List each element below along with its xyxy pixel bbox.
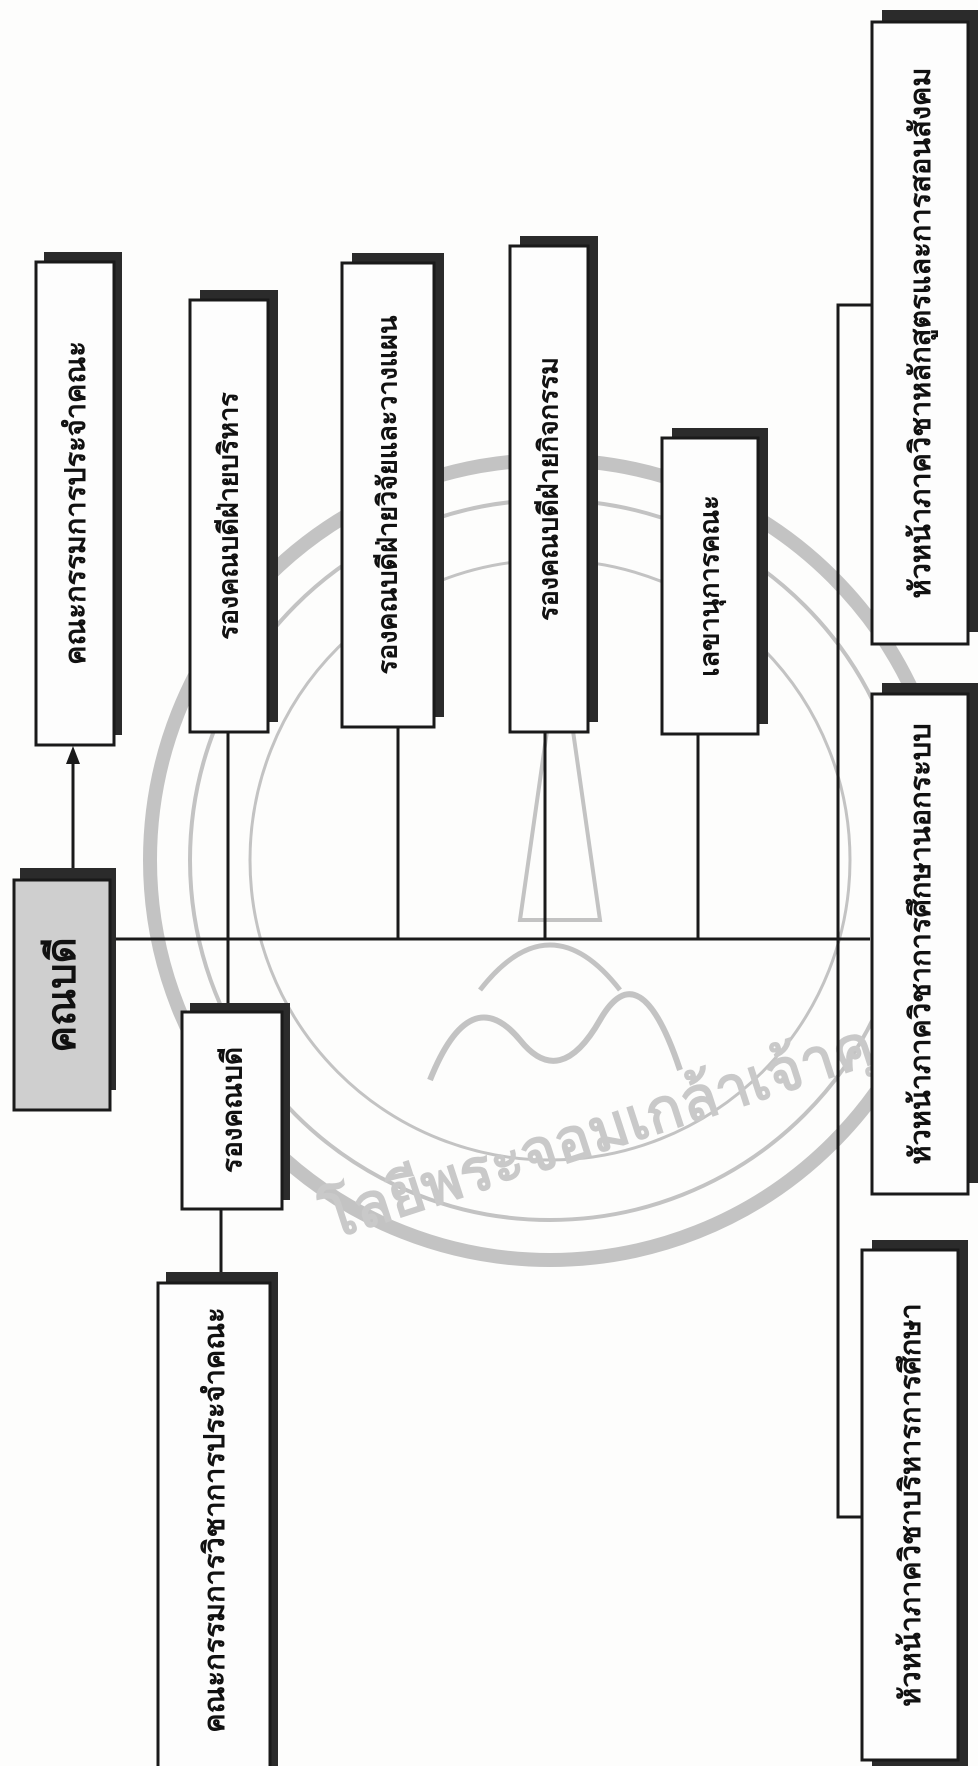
vice-dean-activities-label: รองคณบดีฝ่ายกิจกรรม bbox=[534, 357, 565, 621]
head-curriculum-label: หัวหน้าภาควิชาหลักสูตรและการสอนสังคม bbox=[903, 67, 938, 598]
vice-dean-admin-node: รองคณบดีฝ่ายบริหาร bbox=[188, 290, 278, 734]
head-nonformal-node: หัวหน้าภาควิชาการศึกษานอกระบบ bbox=[870, 683, 978, 1196]
secretary-node: เลขานุการคณะ bbox=[660, 428, 768, 736]
head-admin-node: หัวหน้าภาควิชาบริหารการศึกษา bbox=[860, 1240, 968, 1766]
vice-dean-research-node: รองคณบดีฝ่ายวิจัยและวางแผน bbox=[340, 253, 444, 729]
vice-dean-admin-label: รองคณบดีฝ่ายบริหาร bbox=[214, 392, 245, 640]
deputy-dean-label: รองคณบดี bbox=[216, 1047, 249, 1173]
head-admin-label: หัวหน้าภาควิชาบริหารการศึกษา bbox=[893, 1303, 927, 1706]
dean-node: คณบดี bbox=[12, 868, 116, 1112]
faculty-committee-node: คณะกรรมการประจำคณะ bbox=[34, 252, 122, 747]
vice-dean-activities-node: รองคณบดีฝ่ายกิจกรรม bbox=[508, 236, 598, 734]
deputy-dean-node: รองคณบดี bbox=[180, 1003, 290, 1211]
head-nonformal-label: หัวหน้าภาควิชาการศึกษานอกระบบ bbox=[903, 723, 937, 1164]
vice-dean-research-label: รองคณบดีฝ่ายวิจัยและวางแผน bbox=[373, 315, 404, 674]
faculty-committee-label: คณะกรรมการประจำคณะ bbox=[58, 341, 92, 665]
academic-committee-label: คณะกรรมการวิชาการประจำคณะ bbox=[197, 1307, 231, 1733]
dean-label: คณบดี bbox=[39, 937, 85, 1052]
connectors bbox=[66, 303, 872, 1519]
secretary-label: เลขานุการคณะ bbox=[695, 495, 727, 676]
head-curriculum-node: หัวหน้าภาควิชาหลักสูตรและการสอนสังคม bbox=[870, 10, 978, 646]
academic-committee-node: คณะกรรมการวิชาการประจำคณะ bbox=[156, 1272, 278, 1766]
